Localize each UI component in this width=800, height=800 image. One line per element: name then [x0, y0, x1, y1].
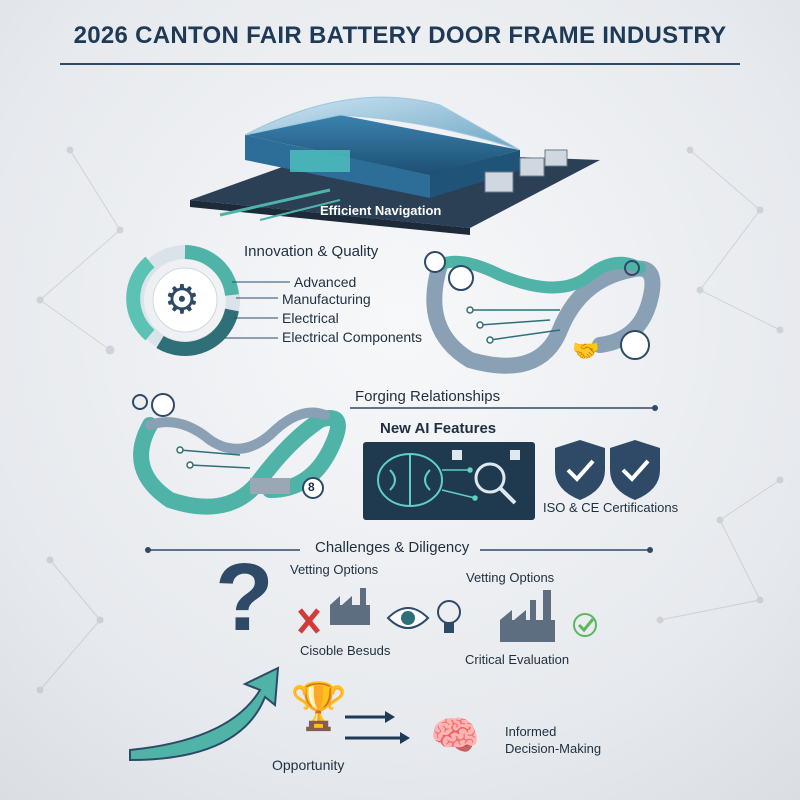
factory-chimney-icon	[500, 590, 555, 642]
green-check-icon	[573, 613, 597, 637]
innovation-item-advanced: Advanced	[294, 274, 357, 290]
page-title: 2026 CANTON FAIR BATTERY DOOR FRAME INDU…	[73, 22, 727, 49]
discarded-bids-label: Cisoble Besuds	[300, 643, 391, 658]
brain-gear-icon: 🧠	[430, 714, 480, 758]
innovation-item-manufacturing: Manufacturing	[282, 291, 371, 307]
eye-icon	[386, 607, 430, 629]
red-x-icon	[298, 608, 320, 634]
lightbulb-icon	[437, 600, 461, 633]
shield-check-icon	[610, 440, 660, 500]
vetting-options-left: Vetting Options	[290, 562, 379, 577]
innovation-item-electrical: Electrical	[282, 310, 339, 326]
certifications-label: ISO & CE Certifications	[543, 500, 679, 515]
ai-panel	[363, 442, 535, 520]
innovation-heading: Innovation & Quality	[244, 243, 379, 260]
title-underline	[60, 63, 740, 65]
innovation-item-electrical-components: Electrical Components	[282, 329, 423, 345]
relationship-badge-number: 8	[308, 480, 315, 494]
factory-icon	[330, 588, 370, 625]
ai-heading: New AI Features	[380, 420, 497, 437]
informed-decision-label: Informed Decision-Making	[505, 724, 602, 756]
challenges-heading: Challenges & Diligency	[315, 539, 470, 556]
relationships-heading: Forging Relationships	[355, 388, 501, 405]
question-mark-icon: ?	[215, 544, 274, 651]
critical-evaluation-label: Critical Evaluation	[465, 652, 570, 667]
handshake-icon: 🤝	[572, 338, 600, 363]
trophy-icon: 🏆	[290, 680, 348, 732]
gear-icon: ⚙	[164, 278, 200, 322]
vetting-options-right: Vetting Options	[466, 570, 555, 585]
shield-check-icon	[555, 440, 605, 500]
opportunity-label: Opportunity	[272, 757, 345, 773]
hero-label: Efficient Navigation	[320, 203, 442, 218]
